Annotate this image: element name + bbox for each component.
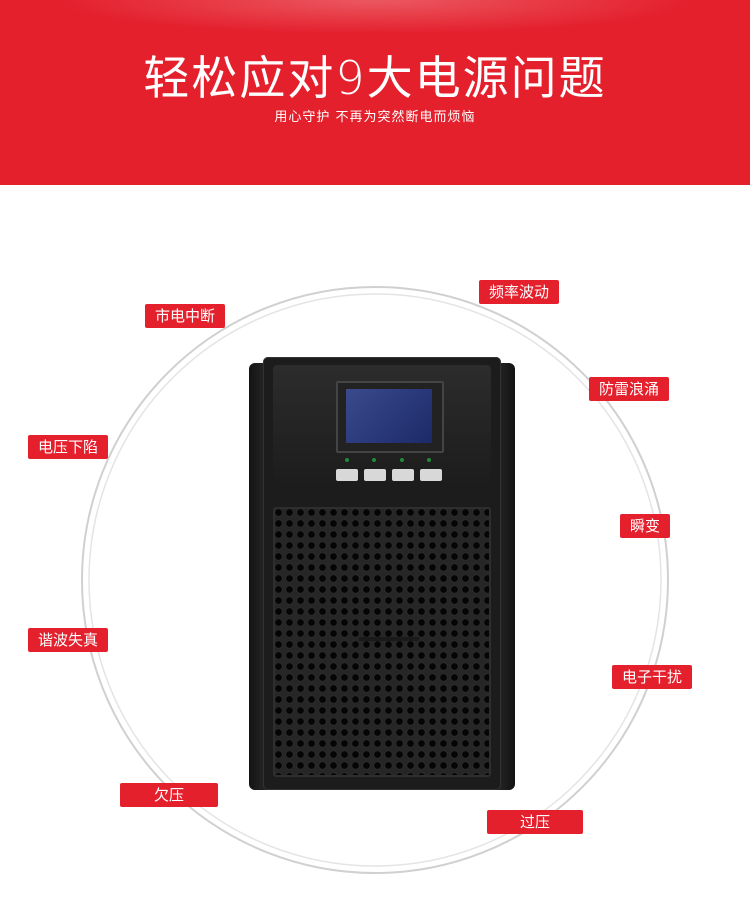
tag-transient: 瞬变	[620, 514, 671, 538]
banner-glow	[0, 0, 750, 40]
ups-status-leds	[333, 453, 443, 467]
tag-harmonic-distortion: 谐波失真	[28, 628, 109, 652]
tag-voltage-sag: 电压下陷	[28, 435, 109, 459]
tag-frequency-fluctuation: 频率波动	[479, 280, 560, 304]
ups-buttons	[336, 469, 442, 483]
ups-lcd-display	[346, 389, 432, 443]
ups-button-select	[392, 469, 414, 481]
banner: 轻松应对9大电源问题 用心守护 不再为突然断电而烦恼	[0, 0, 750, 185]
tag-overvoltage: 过压	[487, 810, 583, 834]
ups-vent-grille	[273, 507, 491, 777]
led-battery	[399, 458, 404, 462]
led-fault	[427, 458, 432, 462]
led-bypass	[344, 458, 349, 462]
tag-undervoltage: 欠压	[120, 783, 218, 807]
ups-button-enter	[420, 469, 442, 481]
tag-electronic-interference: 电子干扰	[612, 665, 693, 689]
page-subtitle: 用心守护 不再为突然断电而烦恼	[274, 110, 476, 125]
ups-brand-logo	[359, 637, 419, 641]
tag-mains-outage: 市电中断	[145, 304, 226, 328]
page-title: 轻松应对9大电源问题	[143, 51, 607, 105]
ups-button-on-off	[336, 469, 358, 481]
ups-device-image	[249, 357, 515, 790]
led-line	[372, 458, 377, 462]
ups-front-panel	[263, 357, 501, 790]
ups-button-test	[364, 469, 386, 481]
tag-lightning-surge: 防雷浪涌	[589, 377, 670, 401]
ups-lcd-screen	[336, 381, 444, 453]
ups-control-panel	[273, 365, 491, 495]
